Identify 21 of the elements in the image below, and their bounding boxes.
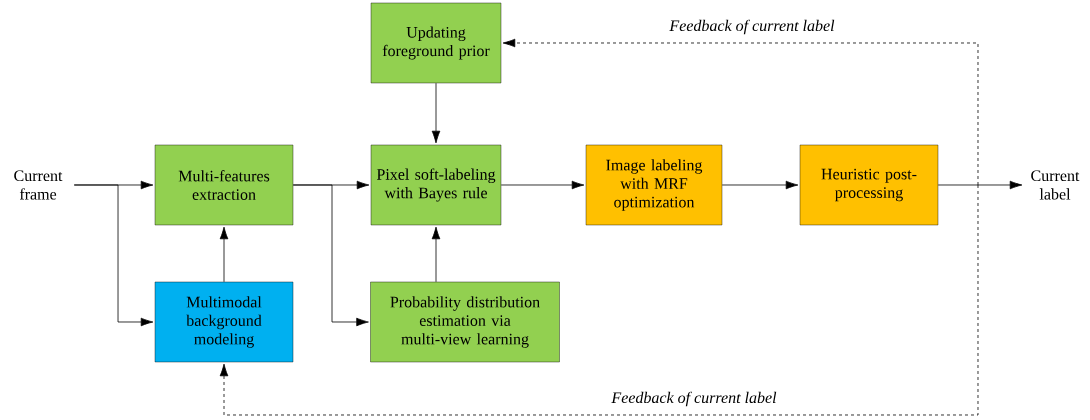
arrow [219,226,229,283]
process-box: Probability distribution estimation via multi-view learning [370,281,560,363]
process-box: Pixel soft-labeling with Bayes rule [370,144,502,226]
arrow [431,82,441,144]
edge-label: Feedback of current label [609,389,779,409]
arrow [500,180,585,190]
arrow [292,184,369,327]
process-box: Multimodal background modeling [154,281,294,363]
process-box: Updating foreground prior [370,2,502,84]
output-label: Current label [1031,170,1080,200]
arrow [721,180,799,190]
arrow [219,184,979,416]
process-box: Multi-features extraction [154,144,294,226]
input-label: Current frame [14,170,63,200]
process-box: Image labeling with MRF optimization [585,144,723,226]
edge-label: Feedback of current label [667,17,837,37]
arrow [431,226,441,283]
arrow [937,180,1023,190]
arrow [502,38,979,186]
arrow [73,184,154,327]
process-box: Heuristic post-processing [799,144,939,226]
